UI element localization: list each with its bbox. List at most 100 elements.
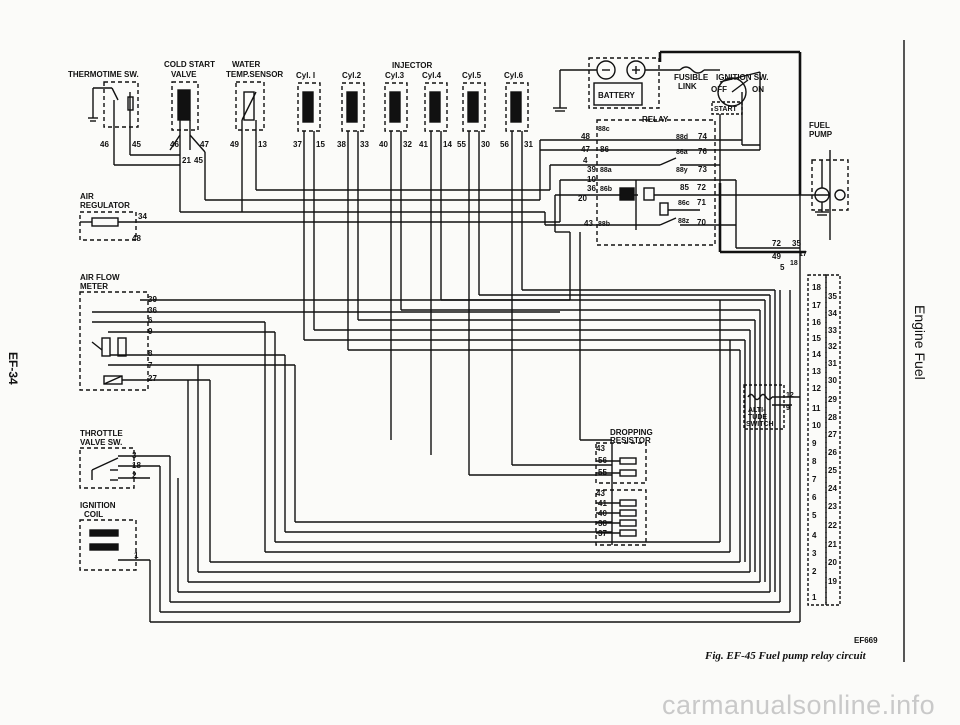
term: 20 [578, 194, 587, 203]
term: 33 [360, 140, 369, 149]
label-ignition-sw: IGNITION SW. [716, 73, 768, 82]
term: 13 [258, 140, 267, 149]
label-alti-3: SWITCH [746, 421, 774, 428]
term: 15 [812, 334, 821, 343]
term: 35 [792, 239, 801, 248]
term: 9 [812, 439, 817, 448]
term: 37 [293, 140, 302, 149]
dropping-resistor-symbol [579, 232, 647, 546]
term: 30 [481, 140, 490, 149]
term: 73 [698, 165, 707, 174]
term: 3 [812, 549, 817, 558]
label-alti-1: ALTI- [748, 407, 766, 414]
thermotime-switch-symbol [88, 81, 139, 140]
term: 16 [812, 318, 821, 327]
term: 12 [812, 384, 821, 393]
label-alti-2: TUDE [748, 414, 767, 421]
relay-box-symbol [596, 119, 716, 246]
label-fusible-2: LINK [678, 82, 697, 91]
term: 88z [678, 218, 690, 225]
term: 38 [598, 519, 607, 528]
label-battery: BATTERY [598, 91, 636, 100]
watermark-text: carmanualsonline.info [662, 690, 936, 720]
term: 48 [581, 132, 590, 141]
term: 8 [812, 457, 817, 466]
term: 72 [772, 239, 781, 248]
altitude-switch-symbol [743, 384, 800, 430]
term: 26 [828, 448, 837, 457]
term: 9 [786, 405, 790, 412]
term: 86 [600, 145, 609, 154]
label-air-reg-1: AIR [80, 192, 94, 201]
term: 22 [828, 521, 837, 530]
injector-lead-wires [303, 131, 523, 390]
label-cold-start-1: COLD START [164, 60, 215, 69]
term: 49 [772, 252, 781, 261]
label-cyl2: Cyl.2 [342, 71, 362, 80]
label-afm-1: AIR FLOW [80, 273, 120, 282]
label-cyl3: Cyl.3 [385, 71, 405, 80]
label-throttle-2: VALVE SW. [80, 438, 122, 447]
page-number: EF-34 [6, 352, 20, 385]
term: 39 [148, 295, 157, 304]
label-throttle-1: THROTTLE [80, 429, 123, 438]
term: 76 [698, 147, 707, 156]
injector-return-wires [304, 289, 775, 476]
term: 2 [132, 471, 137, 480]
label-coil-2: COIL [84, 510, 103, 519]
relay-external-wires [540, 72, 831, 260]
term: 20 [828, 558, 837, 567]
term: 55 [457, 140, 466, 149]
term: 41 [419, 140, 428, 149]
air-regulator-symbol [79, 211, 560, 241]
label-ign-on: ON [752, 85, 764, 94]
term: 45 [132, 140, 141, 149]
term: 43 [596, 444, 605, 453]
term: 34 [138, 212, 147, 221]
term: 28 [828, 413, 837, 422]
main-connector-symbol [807, 274, 841, 606]
term: 88b [598, 221, 610, 228]
air-flow-meter-symbol [79, 291, 149, 391]
term: 56 [500, 140, 509, 149]
term: 2 [812, 567, 817, 576]
term: 11 [812, 404, 821, 413]
term: 88c [598, 126, 610, 133]
term: 32 [403, 140, 412, 149]
label-coil-1: IGNITION [80, 501, 116, 510]
label-ign-off: OFF [711, 85, 727, 94]
term: 25 [828, 466, 837, 475]
label-cyl1: Cyl. I [296, 71, 315, 80]
term: 88d [676, 134, 688, 141]
battery-ignition-symbol [553, 57, 761, 183]
term: 33 [828, 326, 837, 335]
term: 36 [587, 184, 596, 193]
label-relay: RELAY [642, 115, 669, 124]
term: 5 [812, 511, 817, 520]
term: 34 [828, 309, 837, 318]
label-water-temp-2: TEMP.SENSOR [226, 70, 283, 79]
label-fuel-pump-1: FUEL [809, 121, 830, 130]
term: 7 [812, 475, 817, 484]
term: 55 [598, 468, 607, 477]
term: 8 [148, 349, 153, 358]
term: 43 [584, 219, 593, 228]
label-air-reg-2: REGULATOR [80, 201, 130, 210]
term: 4 [583, 156, 588, 165]
section-title: Engine Fuel [912, 305, 928, 380]
term: 15 [316, 140, 325, 149]
term: 86a [676, 149, 688, 156]
term: 31 [828, 359, 837, 368]
term: 9 [148, 327, 153, 336]
term: 5 [780, 263, 785, 272]
term: 48 [132, 234, 141, 243]
term: 35 [828, 292, 837, 301]
term: 40 [379, 140, 388, 149]
term: 10 [587, 175, 596, 184]
term: 21 [828, 540, 837, 549]
water-temp-sensor-symbol [235, 81, 265, 200]
term: 17 [812, 301, 821, 310]
ignition-coil-symbol [79, 519, 150, 571]
